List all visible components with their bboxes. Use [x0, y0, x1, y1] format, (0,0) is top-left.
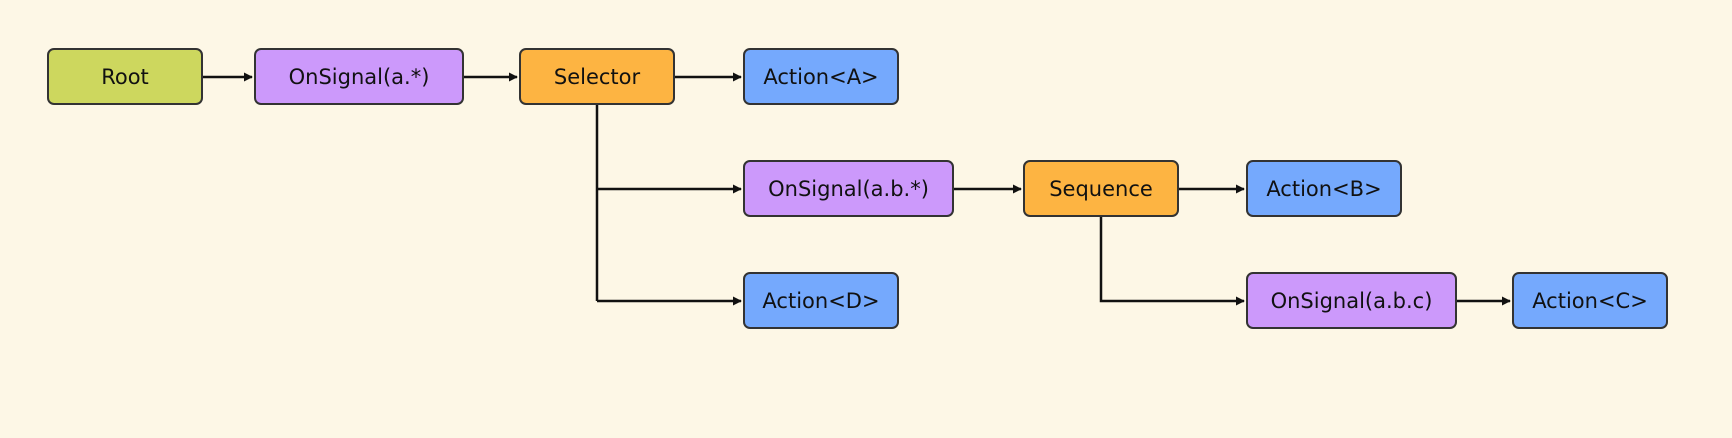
node-onsignal-a: OnSignal(a.*)	[254, 48, 464, 105]
node-onsignal-a-label: OnSignal(a.*)	[288, 64, 430, 89]
node-action-b-label: Action<B>	[1266, 176, 1382, 201]
node-action-b: Action<B>	[1246, 160, 1402, 217]
node-selector-label: Selector	[553, 64, 641, 89]
node-action-a-label: Action<A>	[763, 64, 879, 89]
node-sequence-label: Sequence	[1049, 176, 1153, 201]
node-action-a: Action<A>	[743, 48, 899, 105]
node-action-d: Action<D>	[743, 272, 899, 329]
node-selector: Selector	[519, 48, 675, 105]
node-onsignal-ab-label: OnSignal(a.b.*)	[768, 176, 929, 201]
node-root: Root	[47, 48, 203, 105]
node-action-d-label: Action<D>	[762, 288, 880, 313]
node-onsignal-ab: OnSignal(a.b.*)	[743, 160, 954, 217]
edge-sequence-onsig3	[1099, 217, 1245, 306]
node-sequence: Sequence	[1023, 160, 1179, 217]
node-root-label: Root	[101, 64, 149, 89]
node-onsignal-abc: OnSignal(a.b.c)	[1246, 272, 1457, 329]
node-onsignal-abc-label: OnSignal(a.b.c)	[1270, 288, 1433, 313]
node-action-c-label: Action<C>	[1532, 288, 1648, 313]
node-action-c: Action<C>	[1512, 272, 1668, 329]
